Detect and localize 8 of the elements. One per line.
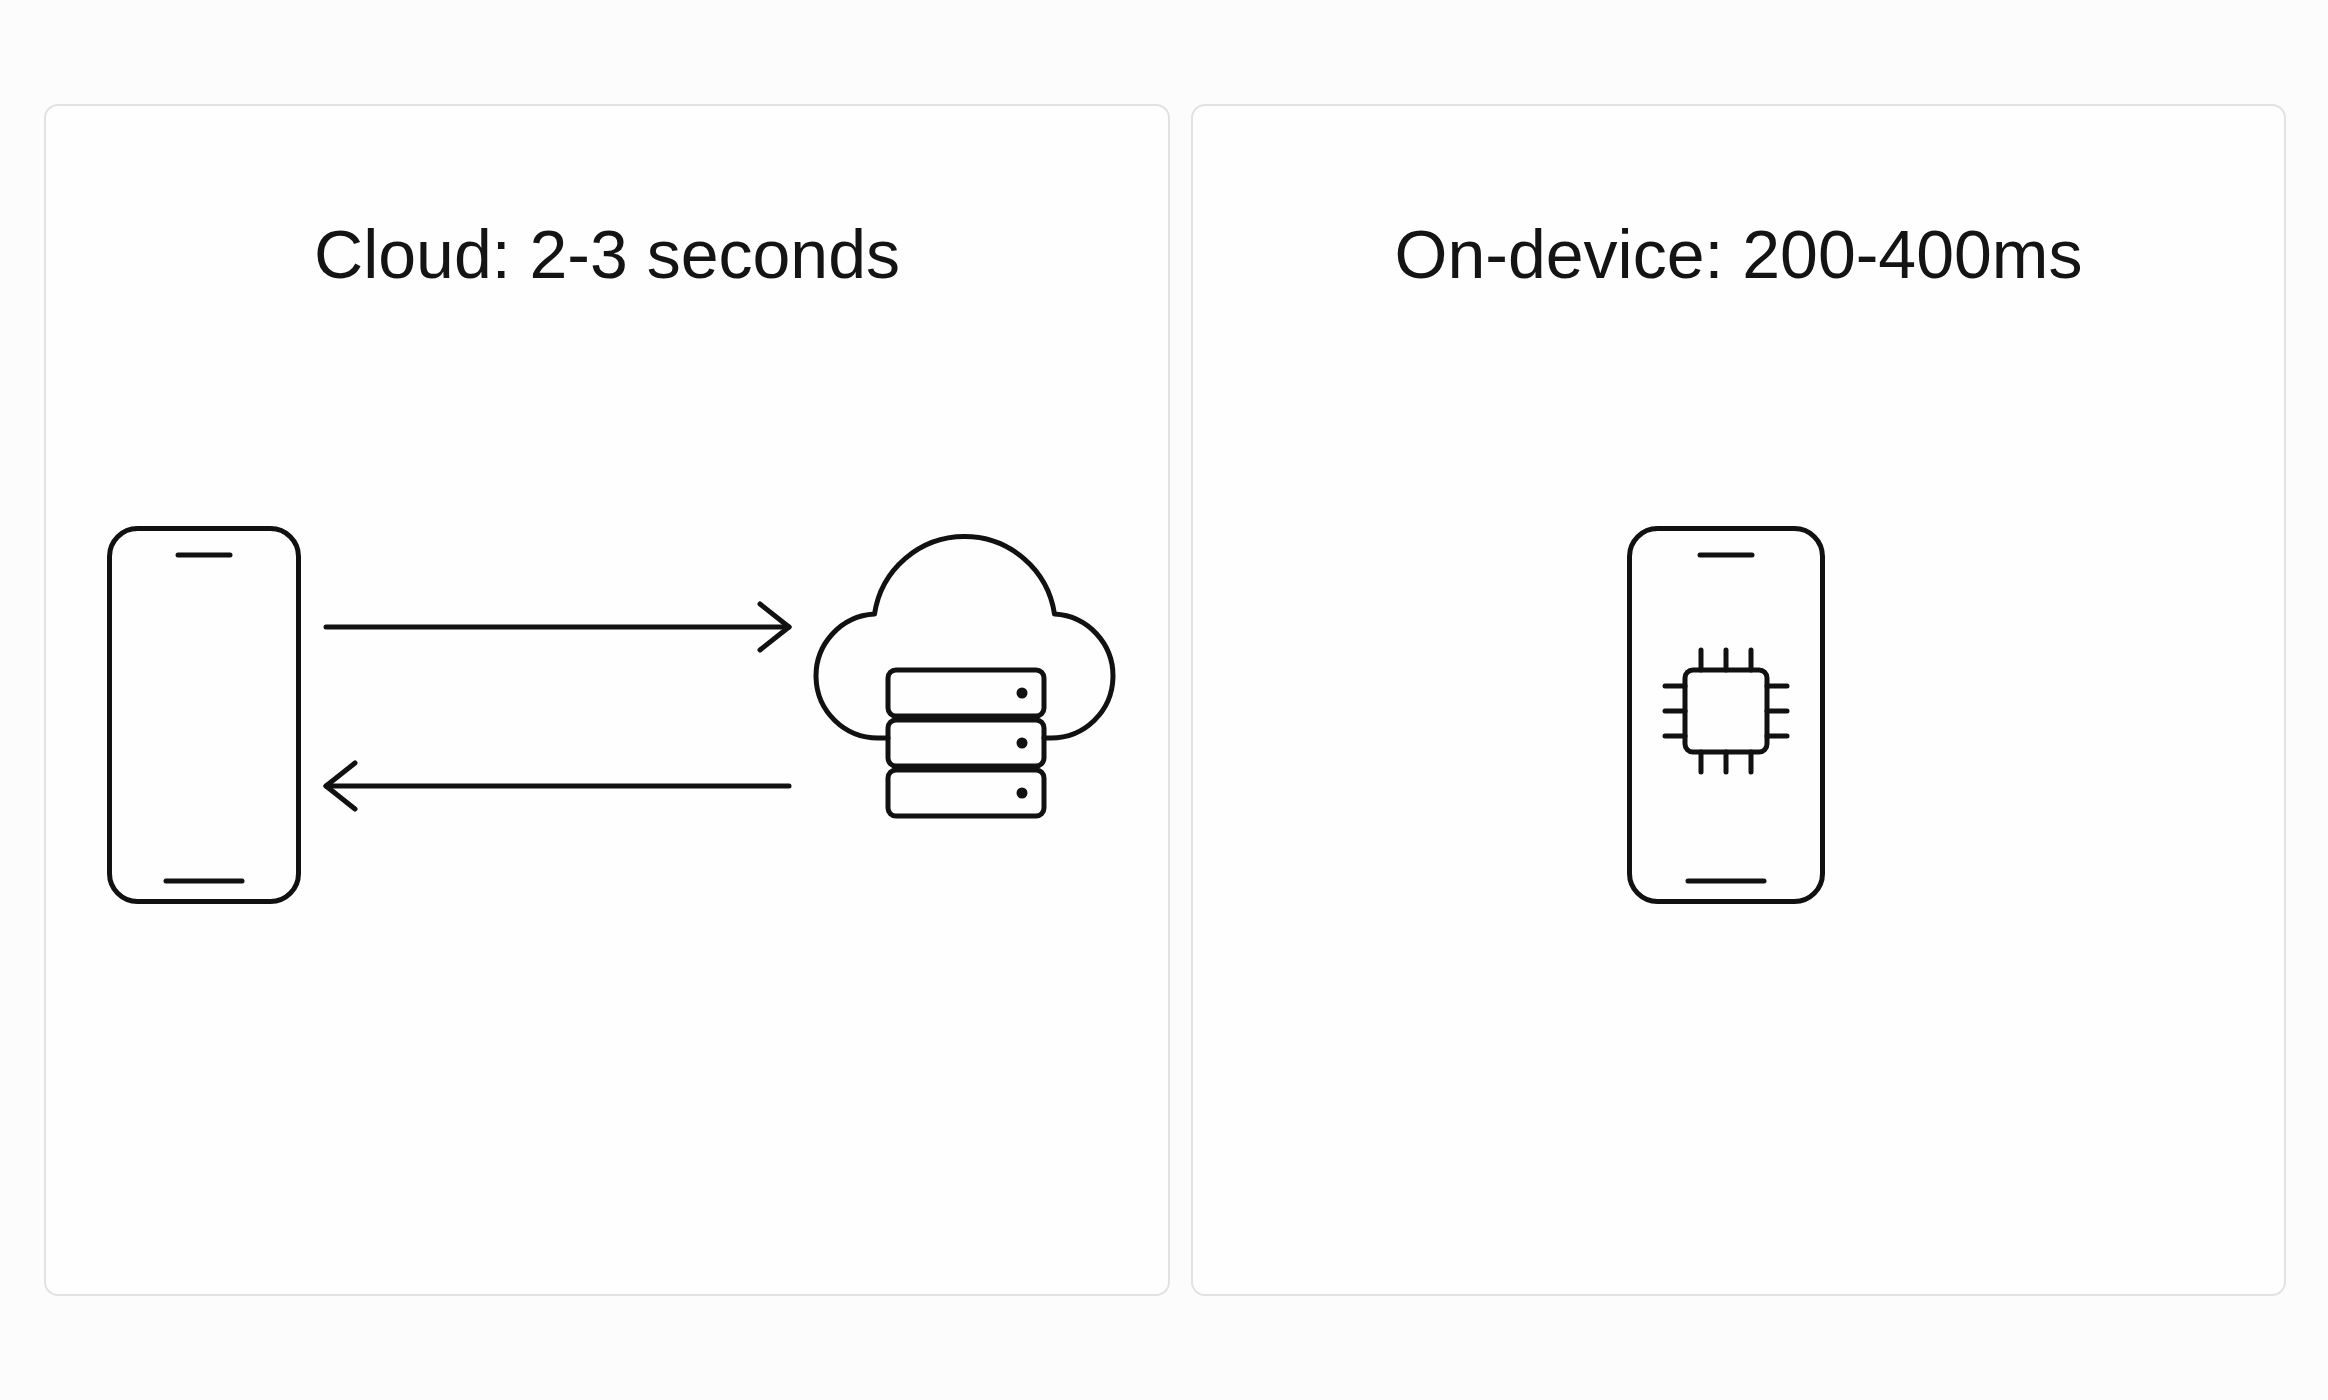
- panel-heading: Cloud: 2-3 seconds: [314, 215, 900, 294]
- comparison-panel: [44, 104, 1170, 1296]
- arrow: [323, 760, 792, 812]
- phone-icon: [106, 525, 302, 905]
- phone-chip-icon: [1626, 525, 1826, 905]
- arrow: [323, 601, 792, 653]
- comparison-panel: [1191, 104, 2286, 1296]
- panel-heading: On-device: 200-400ms: [1394, 215, 2083, 294]
